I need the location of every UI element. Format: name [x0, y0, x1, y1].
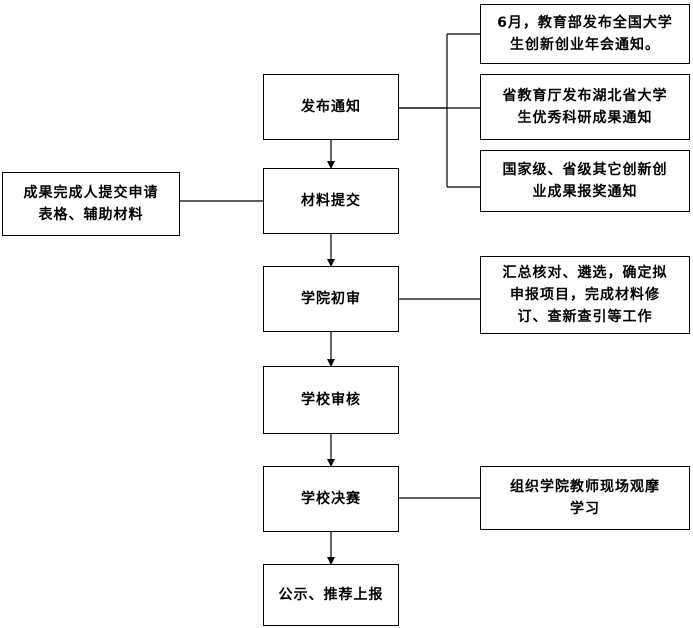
submission-note: 成果完成人提交申请 表格、辅助材料 — [2, 172, 180, 236]
final-note-line-1: 组织学院教师现场观摩 — [510, 479, 660, 495]
step-publish-recommend-label: 公示、推荐上报 — [278, 587, 384, 603]
submission-note-line-2: 表格、辅助材料 — [38, 207, 144, 223]
step-college-review: 学院初审 — [263, 266, 399, 332]
step-school-final-label: 学校决赛 — [301, 491, 361, 507]
step-submit-materials: 材料提交 — [263, 168, 399, 234]
notice-ministry-line-2: 生创新创业年会通知。 — [510, 37, 660, 53]
notice-other-awards-line-1: 国家级、省级其它创新创 — [502, 162, 668, 178]
notice-other-awards: 国家级、省级其它创新创 业成果报奖通知 — [480, 150, 690, 212]
review-note-line-2: 申报项目，完成材料修 — [510, 287, 660, 303]
step-college-review-label: 学院初审 — [301, 291, 361, 307]
step-publish-notice: 发布通知 — [263, 74, 399, 140]
step-submit-materials-label: 材料提交 — [301, 193, 361, 209]
final-note-line-2: 学习 — [570, 501, 600, 517]
notice-other-awards-line-2: 业成果报奖通知 — [532, 184, 638, 200]
step-school-review-label: 学校审核 — [301, 392, 361, 408]
review-note: 汇总核对、遴选，确定拟 申报项目，完成材料修 订、查新查引等工作 — [480, 256, 690, 334]
notice-province-line-1: 省教育厅发布湖北省大学 — [502, 88, 668, 104]
review-note-line-3: 订、查新查引等工作 — [517, 309, 653, 325]
step-school-review: 学校审核 — [263, 366, 399, 434]
step-school-final: 学校决赛 — [263, 466, 399, 532]
notice-province: 省教育厅发布湖北省大学 生优秀科研成果通知 — [480, 74, 690, 140]
step-publish-recommend: 公示、推荐上报 — [263, 564, 399, 626]
notice-ministry: 6月，教育部发布全国大学 生创新创业年会通知。 — [480, 4, 690, 64]
notice-ministry-line-1: 6月，教育部发布全国大学 — [497, 15, 673, 31]
review-note-line-1: 汇总核对、遴选，确定拟 — [502, 265, 668, 281]
notice-province-line-2: 生优秀科研成果通知 — [517, 110, 653, 126]
submission-note-line-1: 成果完成人提交申请 — [23, 185, 159, 201]
final-note: 组织学院教师现场观摩 学习 — [480, 466, 690, 530]
step-publish-notice-label: 发布通知 — [301, 99, 361, 115]
